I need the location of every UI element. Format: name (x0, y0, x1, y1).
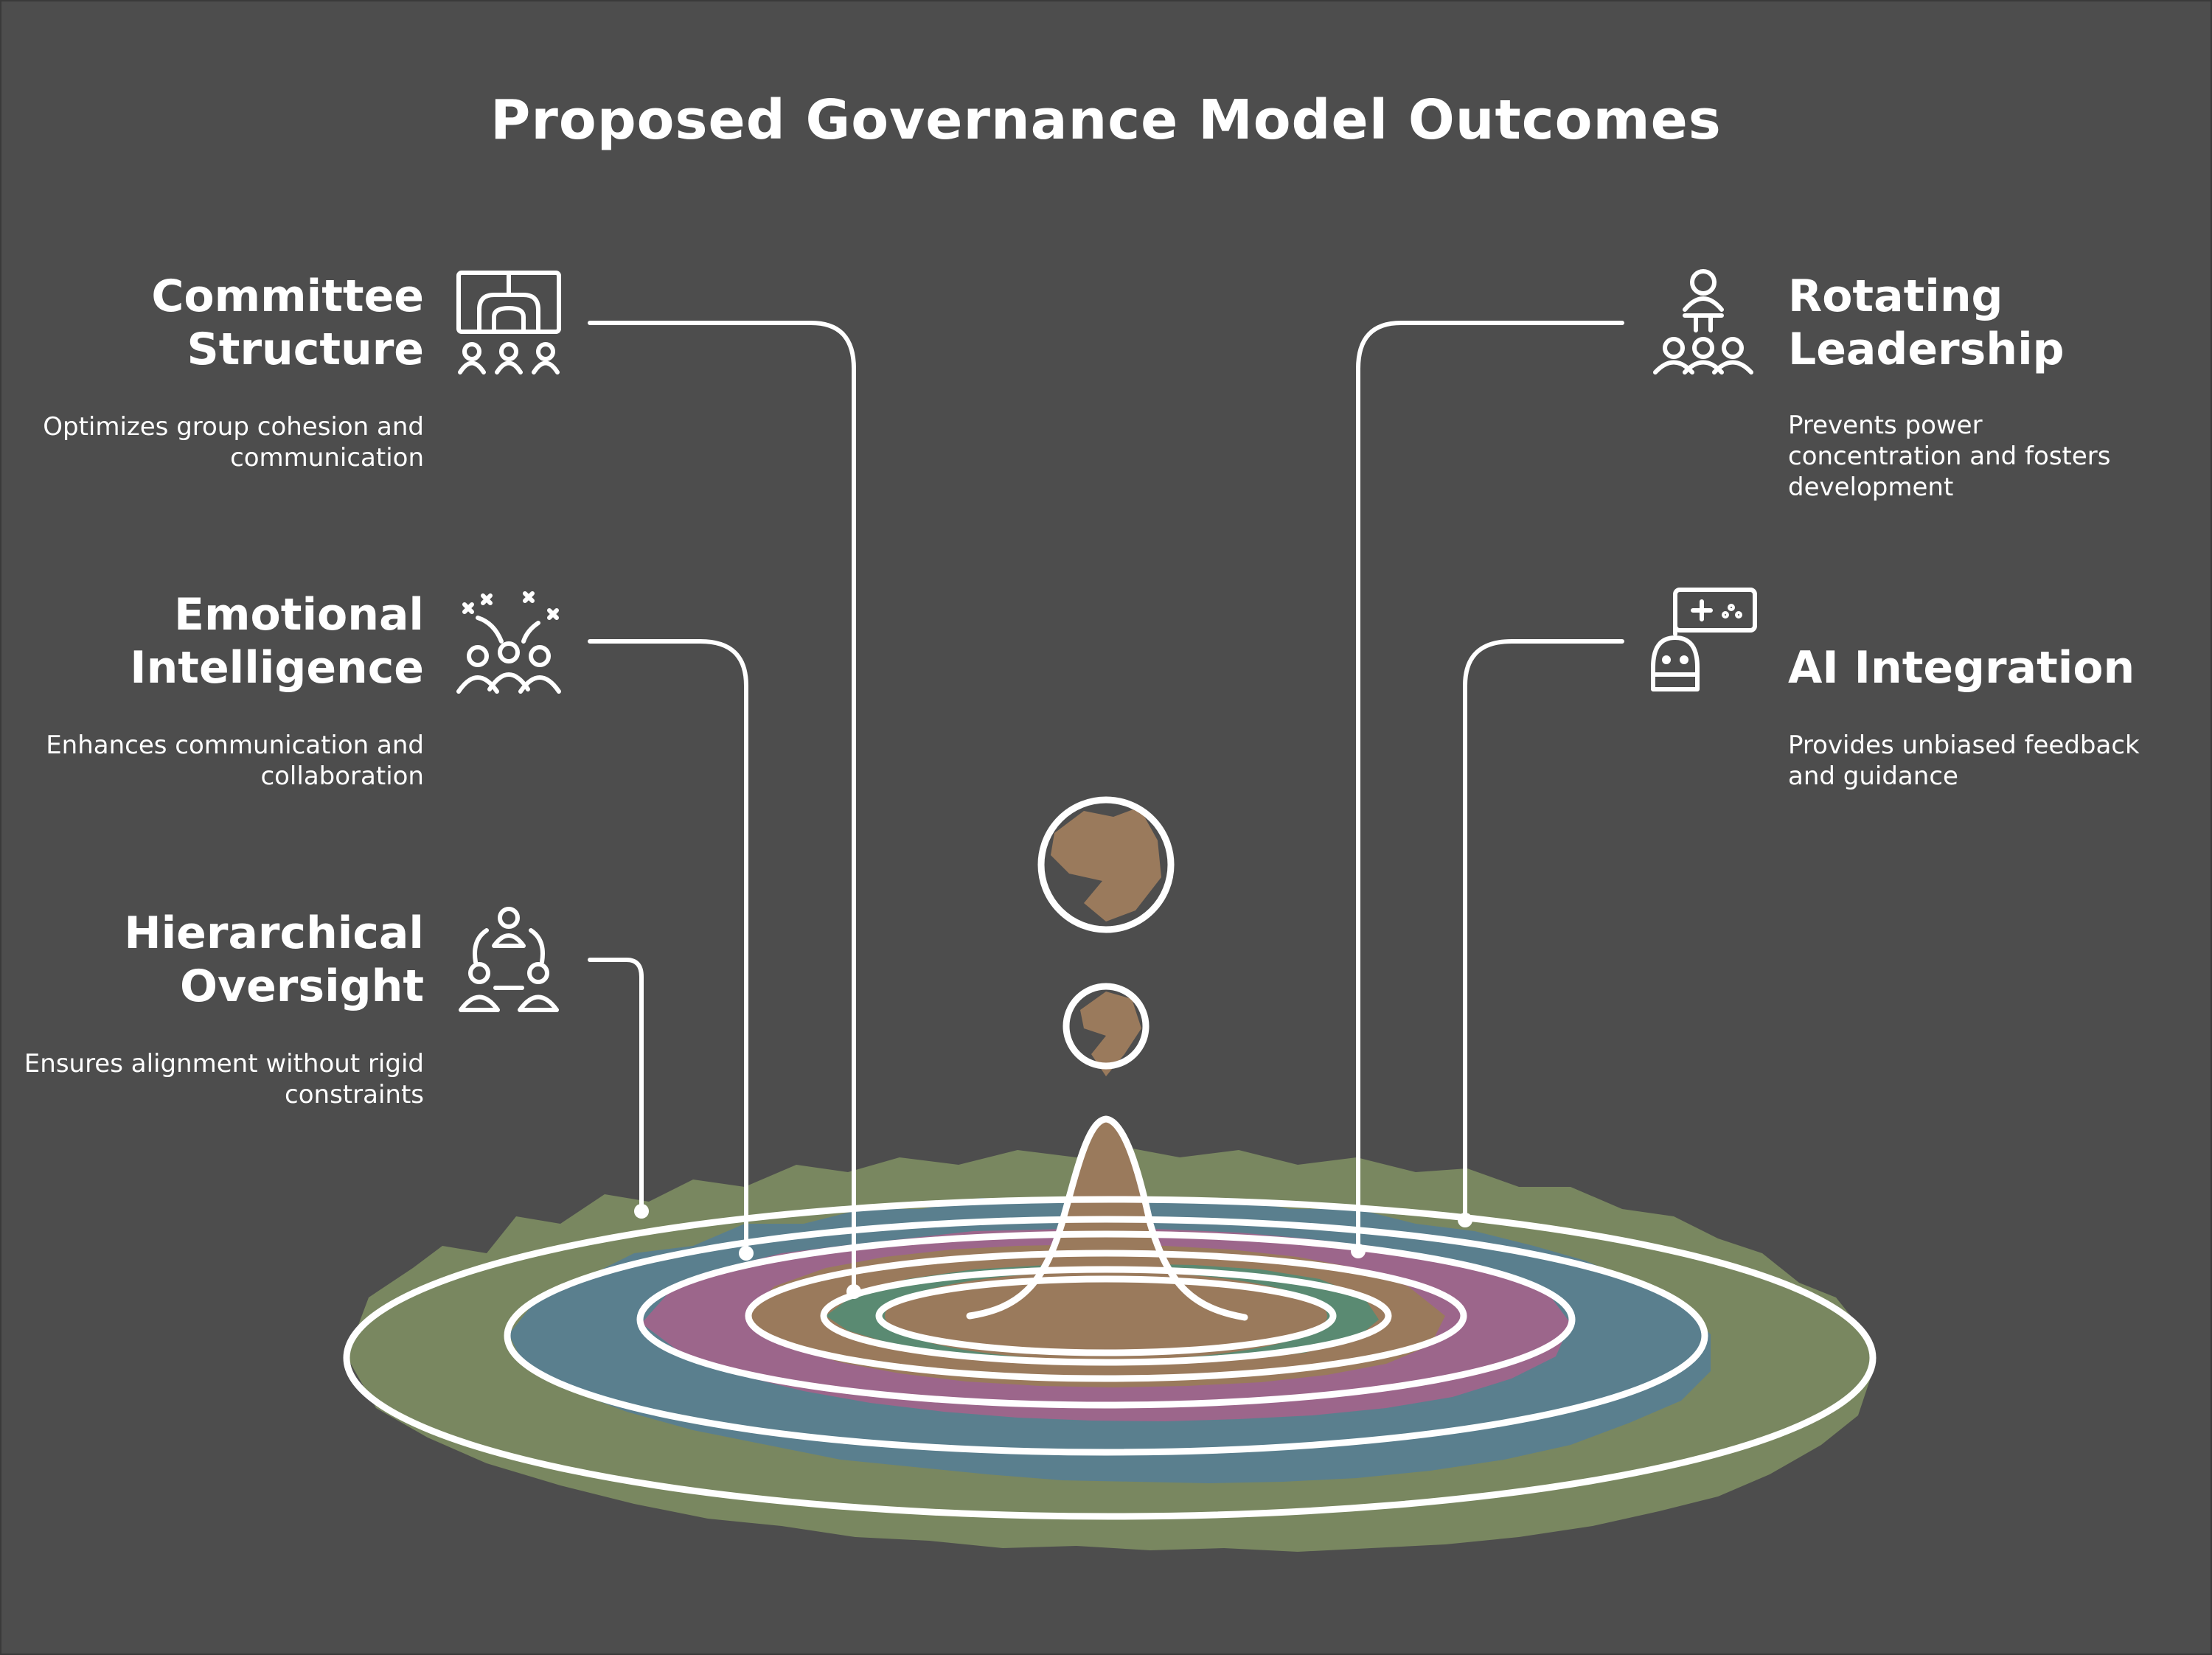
ripple-ring-4 (745, 1250, 1467, 1382)
connector-hierarchical-oversight (588, 958, 644, 1213)
heading-hierarchical-oversight: Hierarchical Oversight (124, 907, 424, 1012)
heading-emotional-intelligence: Emotional Intelligence (130, 589, 424, 694)
drop-small (1062, 983, 1150, 1070)
drop-small-patch (1080, 992, 1141, 1076)
diagram-title: Proposed Governance Model Outcomes (490, 88, 1722, 152)
team-celebration-icon (456, 591, 561, 694)
ai-robot-icon (1651, 588, 1757, 691)
drop-large (1037, 796, 1175, 933)
splash-crown-outline (966, 1115, 1248, 1321)
desc-ai-integration: Provides unbiased feedback and guidance (1788, 731, 2140, 791)
connector-emotional-intelligence (588, 639, 748, 1255)
connector-dot-ai (1458, 1213, 1472, 1227)
ripple-ring-2 (504, 1216, 1708, 1456)
ripple-ring-1 (343, 1196, 1877, 1520)
ripple-ring-3 (636, 1230, 1576, 1409)
connector-rotating-leadership (1356, 321, 1624, 1253)
connector-committee-structure (588, 321, 856, 1294)
connector-ai-integration (1463, 639, 1624, 1222)
heading-committee-structure: Committee Structure (151, 271, 424, 375)
desc-rotating-leadership: Prevents power concentration and fosters… (1788, 411, 2111, 502)
leader-presenting-icon (1653, 269, 1753, 374)
heading-rotating-leadership: Rotating Leadership (1788, 271, 2065, 375)
hierarchy-people-icon (459, 907, 559, 1012)
ripple-ring-6 (875, 1275, 1337, 1356)
desc-hierarchical-oversight: Ensures alignment without rigid constrai… (24, 1049, 424, 1109)
connector-dot-emotional (739, 1246, 754, 1261)
connector-dot-hierarchical (634, 1204, 649, 1219)
committee-structure-icon (456, 271, 561, 374)
drop-large-patch (1051, 807, 1161, 921)
connector-dot-committee (846, 1284, 861, 1299)
heading-ai-integration: AI Integration (1788, 642, 2135, 694)
desc-emotional-intelligence: Enhances communication and collaboration (46, 731, 424, 791)
connector-dot-rotating (1351, 1244, 1366, 1258)
ripple-ring-5 (820, 1266, 1392, 1366)
desc-committee-structure: Optimizes group cohesion and communicati… (43, 412, 424, 473)
